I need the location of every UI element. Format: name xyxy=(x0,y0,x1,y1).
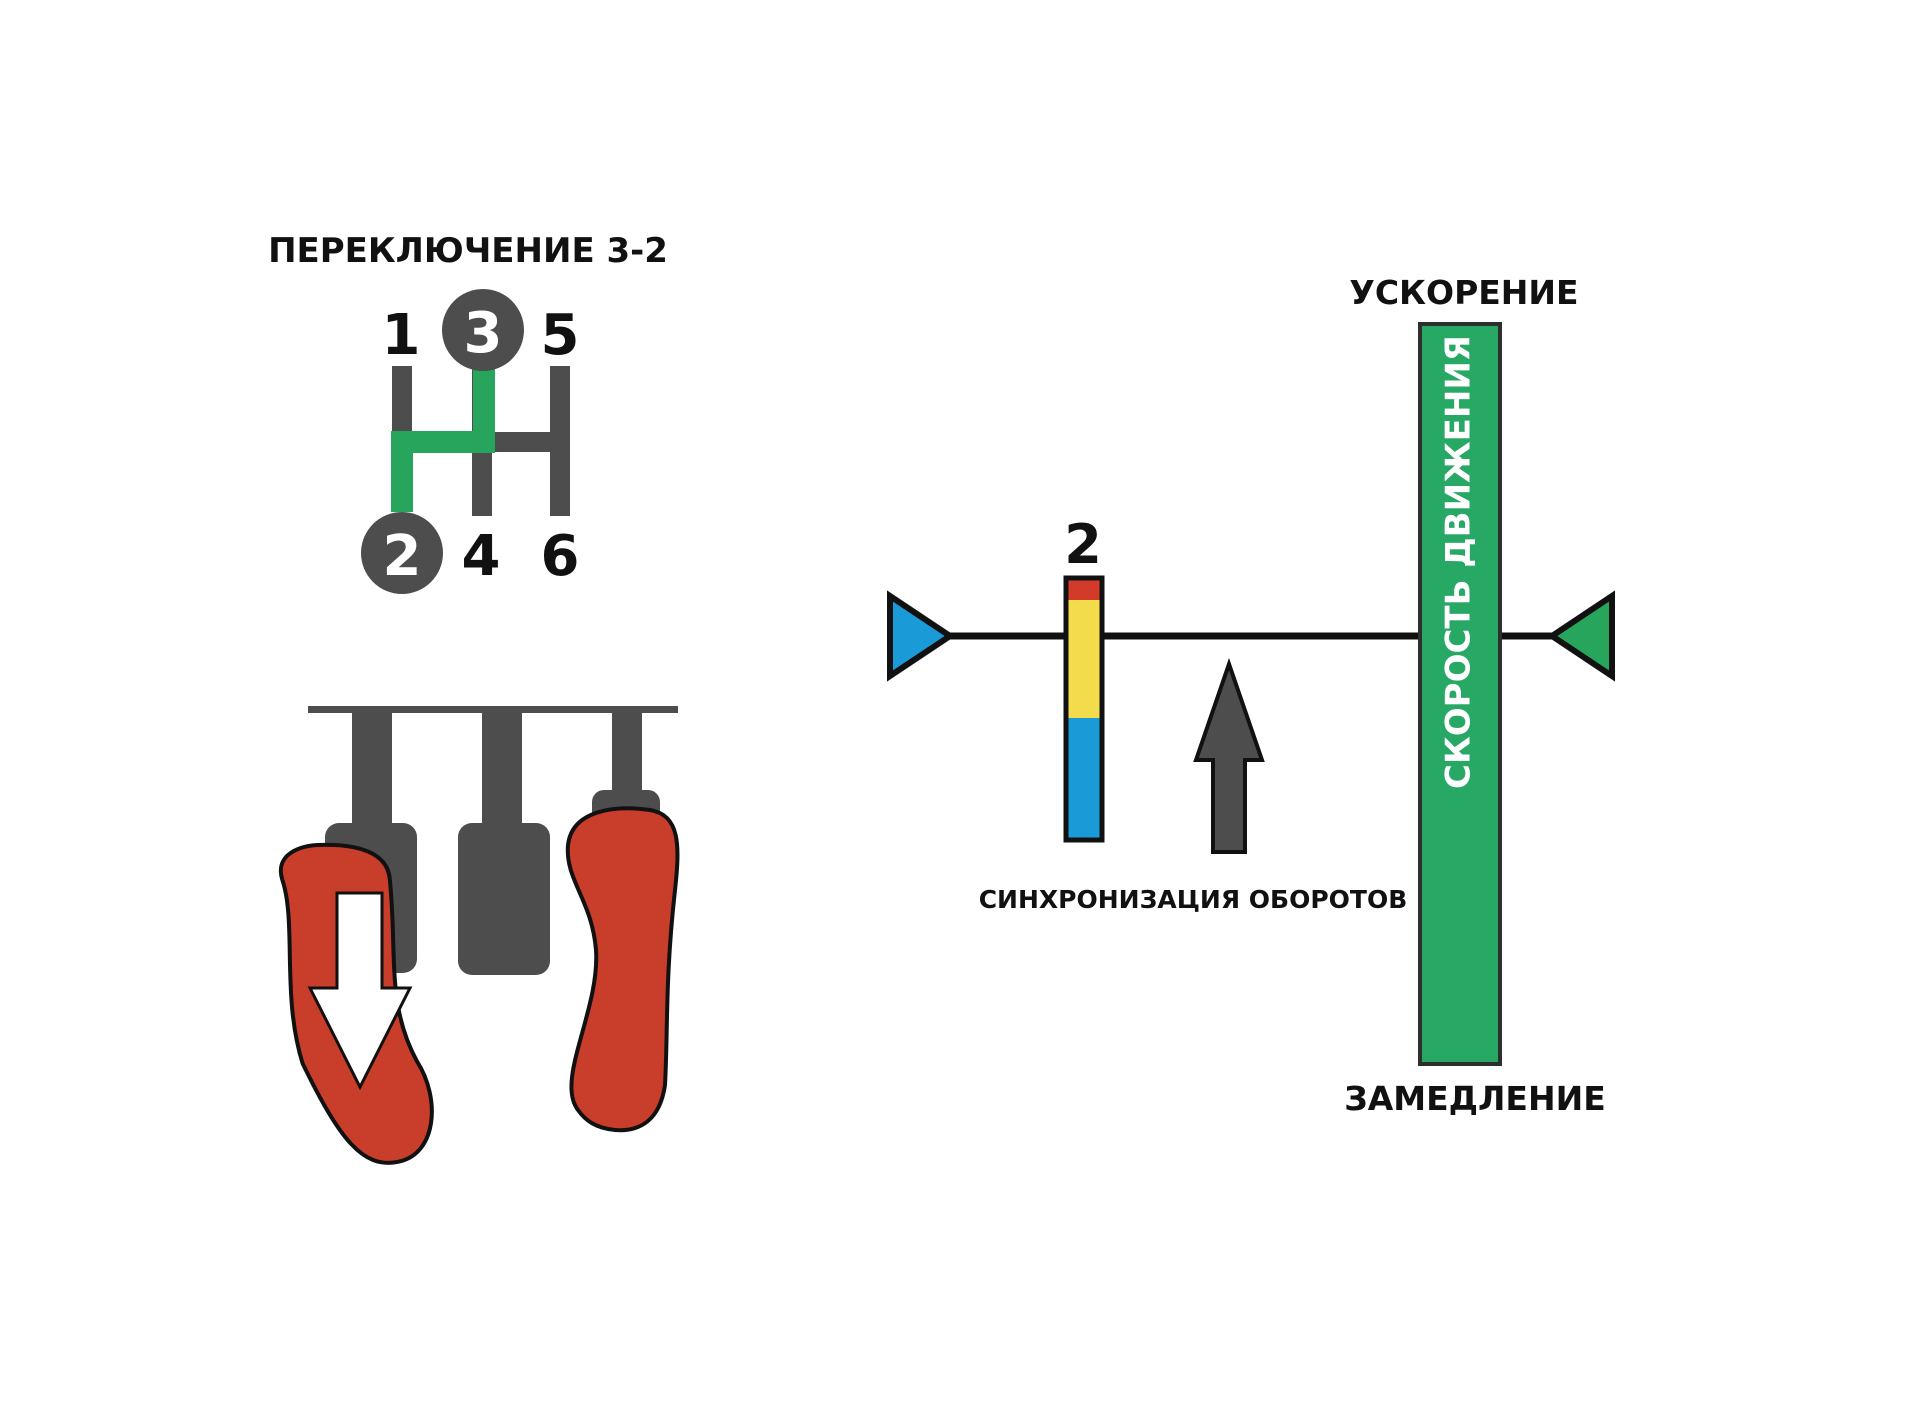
gear-3-circle xyxy=(442,289,524,371)
speed-bar-rect xyxy=(1418,322,1502,1066)
rpm-scale: 2 СИНХРОНИЗАЦИЯ ОБОРОТОВ xyxy=(887,513,1615,914)
speed-bar: УСКОРЕНИЕ СКОРОСТЬ ДВИЖЕНИЯ ЗАМЕДЛЕНИЕ xyxy=(1344,273,1606,1118)
left-marker-blue-icon xyxy=(887,590,956,682)
gear-5-label: 5 xyxy=(541,303,580,368)
sync-label: СИНХРОНИЗАЦИЯ ОБОРОТОВ xyxy=(979,885,1408,914)
gear-4-label: 4 xyxy=(462,524,501,589)
rpm-zone-red xyxy=(1066,578,1102,600)
press-down-arrow-icon xyxy=(307,891,413,1091)
pedals xyxy=(278,706,680,1165)
gas-arm xyxy=(612,712,642,802)
rpm-indicator-frame xyxy=(1063,575,1105,843)
clutch-arm xyxy=(352,712,392,827)
right-foot xyxy=(565,806,680,1133)
gear-pattern: 1 3 5 2 4 6 xyxy=(361,289,579,594)
right-marker-green-icon xyxy=(1546,590,1615,682)
gear-1-label: 1 xyxy=(382,303,421,368)
gear-2-label: 2 xyxy=(383,524,422,589)
gear-6-label: 6 xyxy=(541,524,580,589)
speed-bar-label: СКОРОСТЬ ДВИЖЕНИЯ xyxy=(1439,335,1479,789)
rpm-zone-yellow xyxy=(1066,600,1102,718)
shift-path-3-to-2 xyxy=(391,368,495,512)
shift-title: ПЕРЕКЛЮЧЕНИЕ 3-2 xyxy=(268,231,668,271)
rpm-zone-blue xyxy=(1066,718,1102,840)
gear-2-circle xyxy=(361,512,443,594)
gear-3-label: 3 xyxy=(464,301,503,366)
rpm-up-arrow-icon xyxy=(1193,657,1265,854)
acceleration-label: УСКОРЕНИЕ xyxy=(1349,273,1578,312)
deceleration-label: ЗАМЕДЛЕНИЕ xyxy=(1344,1079,1606,1118)
target-gear-label: 2 xyxy=(1064,513,1102,576)
pedal-mount-bar xyxy=(308,706,678,713)
brake-pedal xyxy=(458,823,550,975)
brake-arm xyxy=(482,712,522,827)
rpm-indicator xyxy=(1063,575,1105,843)
